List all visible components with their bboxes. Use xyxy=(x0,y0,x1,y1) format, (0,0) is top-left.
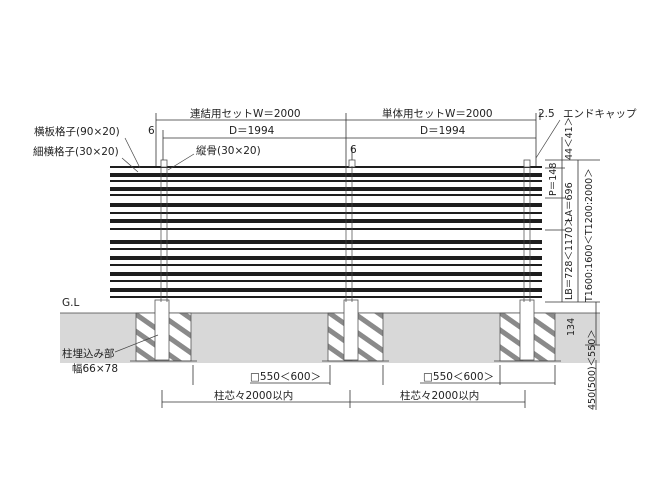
dim-depth-label: 450(500)＜550＞ xyxy=(587,329,598,410)
yokoita-label: 横板格子(90×20) xyxy=(34,125,120,138)
fence-slat xyxy=(110,240,542,244)
dim-44-label: 44＜41＞ xyxy=(564,117,575,160)
dim-lb-label: LB＝728＜1170＞ xyxy=(564,217,575,300)
fence-slat xyxy=(110,166,542,168)
pitch-dims xyxy=(161,390,526,408)
tatebone-label: 縦骨(30×20) xyxy=(196,144,261,157)
fence-slat xyxy=(110,296,542,298)
embed-part-label: 柱埋込み部 xyxy=(62,347,115,360)
found-left-label: □550＜600＞ xyxy=(250,371,321,383)
dim-p-label: P＝148 xyxy=(548,163,559,196)
fence-slat xyxy=(110,173,542,177)
gap-2-5-label: 2.5 xyxy=(538,108,555,120)
set-connect-label: 連結用セットW＝2000 xyxy=(190,107,301,120)
gap-6-left-label: 6 xyxy=(148,125,155,137)
fence-slat xyxy=(110,280,542,282)
tatebone-leader xyxy=(167,153,195,171)
foundation-dims xyxy=(192,365,556,385)
fence-slat xyxy=(110,194,542,196)
dim-la-label: LA＝696 xyxy=(564,182,575,222)
fence-slat xyxy=(110,264,542,266)
foundation-right xyxy=(494,299,561,362)
dim-t-label: T1600:1600＜T1200:2000＞ xyxy=(584,168,595,303)
fence-slat xyxy=(110,203,542,207)
fence-slat xyxy=(110,228,542,230)
pitch-right-label: 柱芯々2000以内 xyxy=(400,389,479,402)
gl-label: G.L xyxy=(62,297,79,309)
fence-slat xyxy=(110,272,542,276)
pitch-left-label: 柱芯々2000以内 xyxy=(214,389,293,402)
fence-slat xyxy=(110,212,542,214)
fence-slat xyxy=(110,219,542,223)
foundation-mid xyxy=(322,299,389,362)
end-cap-label: エンドキャップ xyxy=(563,108,637,120)
fence-slat xyxy=(110,180,542,182)
embed-leader xyxy=(114,334,159,353)
fence-slat xyxy=(110,256,542,260)
fence-slat xyxy=(110,248,542,250)
fence-slat xyxy=(110,187,542,191)
hosoyoko-label: 細横格子(30×20) xyxy=(33,145,119,158)
embed-width-label: 幅66×78 xyxy=(72,362,118,375)
d-right-label: D＝1994 xyxy=(420,125,466,137)
hosoyoko-leader xyxy=(121,157,139,173)
post-caps xyxy=(160,159,531,168)
d-left-label: D＝1994 xyxy=(229,125,275,137)
top-dimensions xyxy=(155,112,541,166)
fence-panel xyxy=(110,166,542,298)
foundation-left xyxy=(130,299,197,362)
fence-slat xyxy=(110,288,542,292)
post-lines xyxy=(160,166,531,302)
set-single-label: 単体用セットW＝2000 xyxy=(382,107,493,120)
right-dimensions xyxy=(545,137,600,410)
dim-134-label: 134 xyxy=(566,318,577,336)
end-cap-leader xyxy=(535,119,561,159)
found-right-label: □550＜600＞ xyxy=(423,371,494,383)
yokoita-leader xyxy=(124,137,141,169)
gap-6-mid-label: 6 xyxy=(350,144,357,156)
